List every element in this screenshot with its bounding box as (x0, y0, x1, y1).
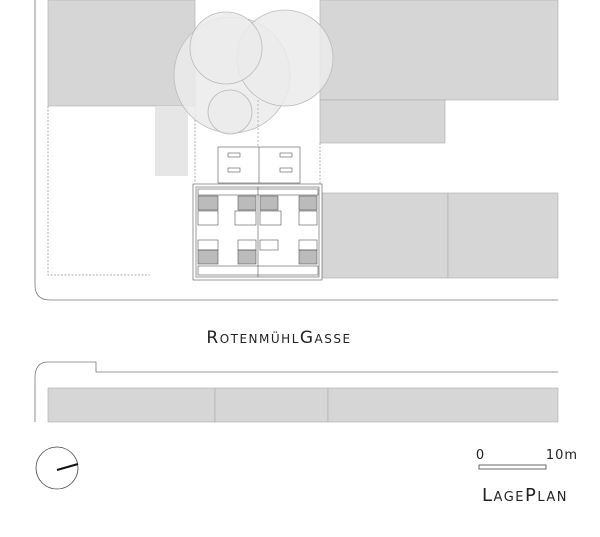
street-curb-north (34, 0, 558, 301)
building-bottom-c (327, 387, 559, 423)
scale-start-label: 0 (476, 448, 484, 463)
building-bottom-b (214, 387, 329, 423)
building-top-right (319, 0, 559, 101)
courtyard-strip (155, 106, 188, 176)
street-curb-south (34, 361, 558, 422)
scale-end-label: 10m (546, 448, 578, 463)
tree (207, 89, 253, 135)
street-name: RotenmühlGasse (206, 328, 351, 348)
plan-title: LagePlan (482, 485, 568, 506)
building-bottom-a (47, 387, 216, 423)
project-building (192, 146, 323, 281)
building-top-left (47, 0, 196, 107)
building-right-middle (319, 99, 446, 144)
plot-boundary (47, 106, 321, 276)
neighbour-buildings (47, 0, 559, 423)
building-right-lower-b (447, 192, 559, 279)
building-right-lower-a (319, 192, 449, 279)
tree (189, 11, 263, 85)
north-arrow-icon (35, 446, 79, 490)
scale-bar: 0 10m (476, 448, 578, 470)
trees (173, 9, 334, 135)
